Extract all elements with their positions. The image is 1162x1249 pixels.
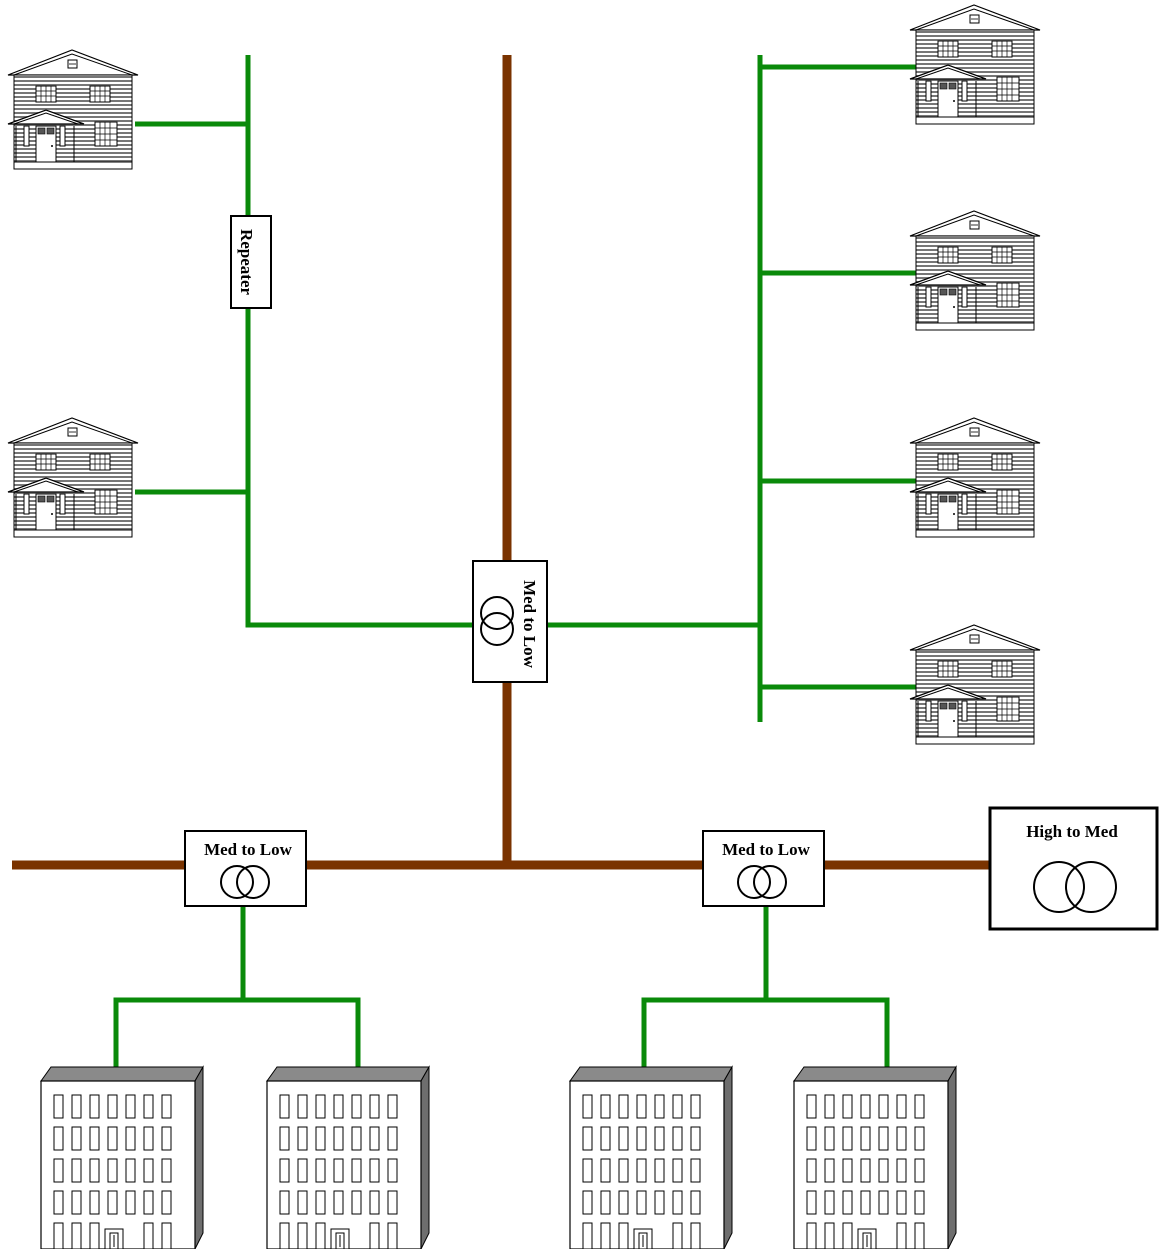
lv-left-branch [245,55,473,628]
transformer-left-label: Med to Low [204,840,293,859]
house-icon [909,210,1041,331]
office-building-icon [569,1066,733,1249]
house-icon [909,4,1041,125]
house-icon [7,417,139,538]
lv-feed-building-2 [243,997,361,1068]
repeater-label: Repeater [237,229,256,296]
medium-voltage-lines [12,55,990,870]
office-building-icon [793,1066,957,1249]
house-icon [7,49,139,170]
house-icon [909,417,1041,538]
repeater-box: Repeater [230,215,272,309]
office-building-icon [266,1066,430,1249]
substation-label: High to Med [1026,822,1118,841]
transformer-top: Med to Low [472,560,548,683]
house-icon [909,624,1041,745]
lv-feed-building-4 [766,997,890,1068]
transformer-left: Med to Low [184,830,307,907]
office-building-icon [40,1066,204,1249]
substation-high-to-med: High to Med [988,806,1159,931]
transformer-right-label: Med to Low [722,840,811,859]
lv-feed-building-3 [641,906,769,1068]
transformer-right: Med to Low [702,830,825,907]
transformer-top-label: Med to Low [520,580,539,669]
transformer-coils-icon [1033,861,1117,913]
lv-feed-building-1 [113,906,246,1068]
